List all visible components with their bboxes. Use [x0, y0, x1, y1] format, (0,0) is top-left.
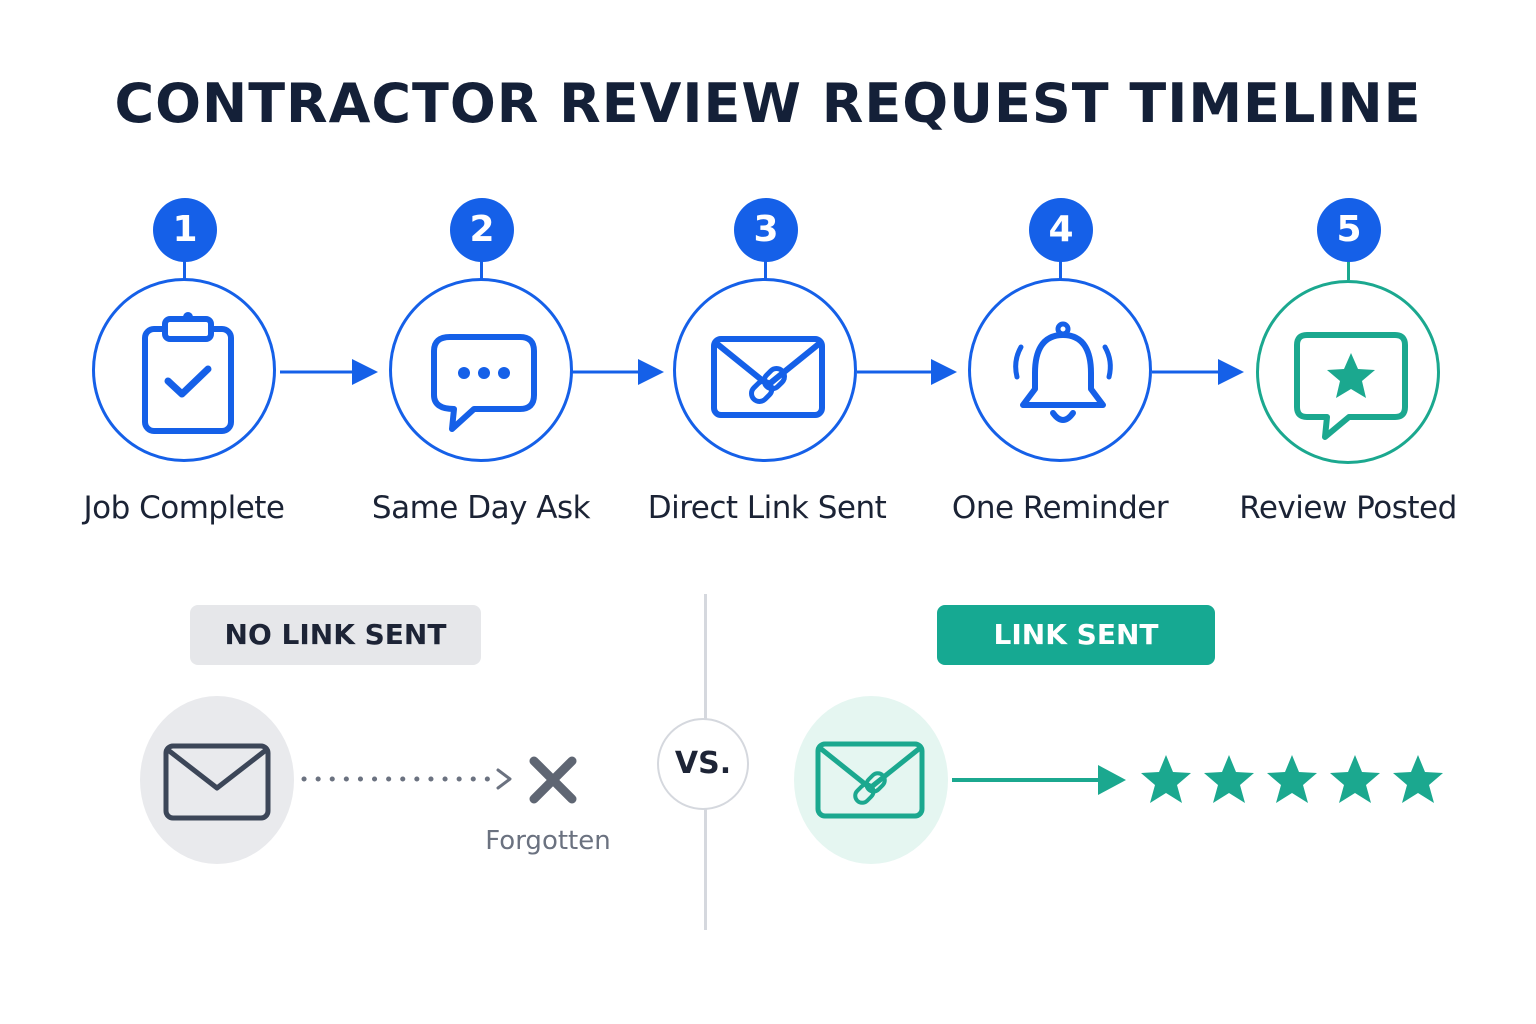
- step-label: One Reminder: [951, 490, 1169, 526]
- connector-stem: [764, 258, 767, 280]
- dotted-arrow-icon: [301, 768, 512, 790]
- clipboard-check-icon: [142, 312, 234, 434]
- step-icon-ring: [389, 278, 573, 462]
- vs-badge: VS.: [657, 718, 749, 810]
- step-number-badge: 1: [153, 198, 217, 262]
- bell-icon: [1013, 321, 1113, 423]
- step-label: Same Day Ask: [371, 490, 591, 526]
- step-label: Direct Link Sent: [647, 490, 887, 526]
- forgotten-label: Forgotten: [485, 826, 611, 856]
- link-sent-label: LINK SENT: [937, 605, 1215, 665]
- step-number-badge: 5: [1317, 198, 1381, 262]
- step-icon-ring: [968, 278, 1152, 462]
- arrow-right-icon: [952, 765, 1126, 795]
- step-label: Review Posted: [1239, 490, 1457, 526]
- arrow-right-icon: [280, 359, 378, 385]
- star-icon: [1330, 755, 1380, 803]
- connector-stem: [480, 258, 483, 280]
- gray-bubble: [140, 696, 294, 864]
- five-star-rating: [1138, 752, 1448, 810]
- chat-bubble-icon: [431, 334, 537, 432]
- star-icon: [1393, 755, 1443, 803]
- step-icon-ring: [673, 278, 857, 462]
- step-label: Job Complete: [83, 490, 285, 526]
- x-icon: [529, 756, 577, 804]
- review-star-icon: [1294, 332, 1408, 440]
- envelope-link-icon: [711, 336, 825, 418]
- connector-stem: [183, 258, 186, 280]
- step-number-badge: 2: [450, 198, 514, 262]
- arrow-right-icon: [857, 359, 957, 385]
- arrow-right-icon: [572, 359, 664, 385]
- step-icon-ring: [1256, 280, 1440, 464]
- step-number-badge: 4: [1029, 198, 1093, 262]
- step-icon-ring: [92, 278, 276, 462]
- page-title: CONTRACTOR REVIEW REQUEST TIMELINE: [114, 72, 1422, 135]
- mint-bubble: [794, 696, 948, 864]
- connector-stem: [1059, 258, 1062, 280]
- star-icon: [1267, 755, 1317, 803]
- envelope-link-icon: [815, 741, 925, 819]
- star-icon: [1141, 755, 1191, 803]
- envelope-icon: [163, 743, 271, 821]
- connector-stem: [1347, 258, 1350, 280]
- arrow-right-icon: [1152, 359, 1244, 385]
- no-link-sent-label: NO LINK SENT: [190, 605, 481, 665]
- step-number-badge: 3: [734, 198, 798, 262]
- star-icon: [1204, 755, 1254, 803]
